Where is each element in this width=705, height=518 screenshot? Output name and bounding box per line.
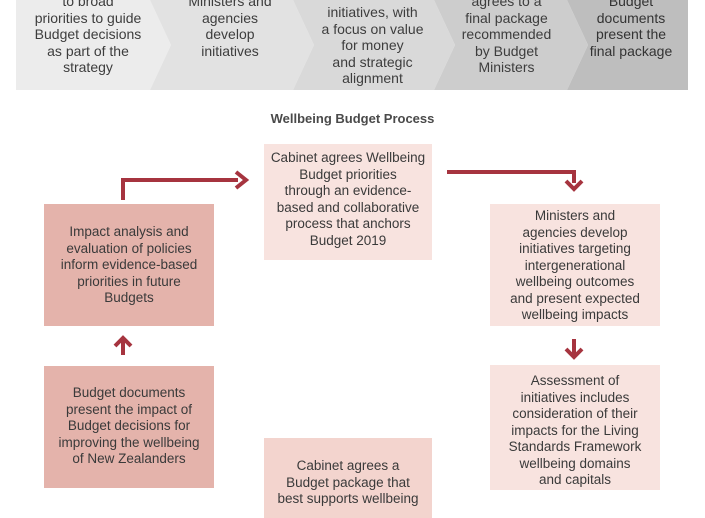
banner-chevron-4 (434, 0, 588, 90)
banner-chevron-2 (150, 0, 314, 90)
arrow-to-priorities-head (234, 170, 250, 190)
banner-step-2-text: Ministers and agencies develop initiativ… (188, 0, 272, 59)
cycle-arrows (113, 170, 584, 360)
banner-chevron-5 (567, 0, 688, 90)
box-budget-documents: Budget documents present the impact of B… (44, 366, 214, 488)
box-cabinet-priorities: Cabinet agrees Wellbeing Budget prioriti… (264, 144, 432, 260)
diagram-title: Wellbeing Budget Process (270, 111, 435, 126)
arrow-to-priorities (121, 178, 238, 200)
box-cabinet-priorities-text: Cabinet agrees Wellbeing Budget prioriti… (270, 150, 426, 248)
box-assessment: Assessment of initiatives includes consi… (490, 365, 660, 490)
arrow-to-impact-head (113, 335, 133, 348)
box-budget-documents-text: Budget documents present the impact of B… (58, 385, 200, 466)
banner-step-1-text: to broad priorities to guide Budget deci… (34, 0, 142, 75)
box-ministers-develop: Ministers and agencies develop initiativ… (490, 204, 660, 326)
banner-step-5-text: Budget documents present the final packa… (589, 0, 673, 59)
banner-step-3-text: initiatives, with a focus on value for m… (321, 4, 424, 86)
box-ministers-develop-text: Ministers and agencies develop initiativ… (510, 208, 640, 322)
box-assessment-text: Assessment of initiatives includes consi… (508, 373, 642, 487)
box-impact-analysis: Impact analysis and evaluation of polici… (44, 204, 214, 326)
banner-chevron-1 (16, 0, 171, 90)
banner-chevron-3 (293, 0, 455, 90)
banner-step-4-text: agrees to a final package recommended by… (461, 0, 552, 75)
arrow-to-assessment-head (564, 347, 584, 360)
process-banner: to broad priorities to guide Budget deci… (0, 0, 705, 92)
arrow-to-ministers-head (564, 179, 584, 192)
arrow-to-ministers (447, 170, 576, 183)
box-impact-analysis-text: Impact analysis and evaluation of polici… (60, 224, 198, 305)
banner-chevrons (16, 0, 688, 90)
